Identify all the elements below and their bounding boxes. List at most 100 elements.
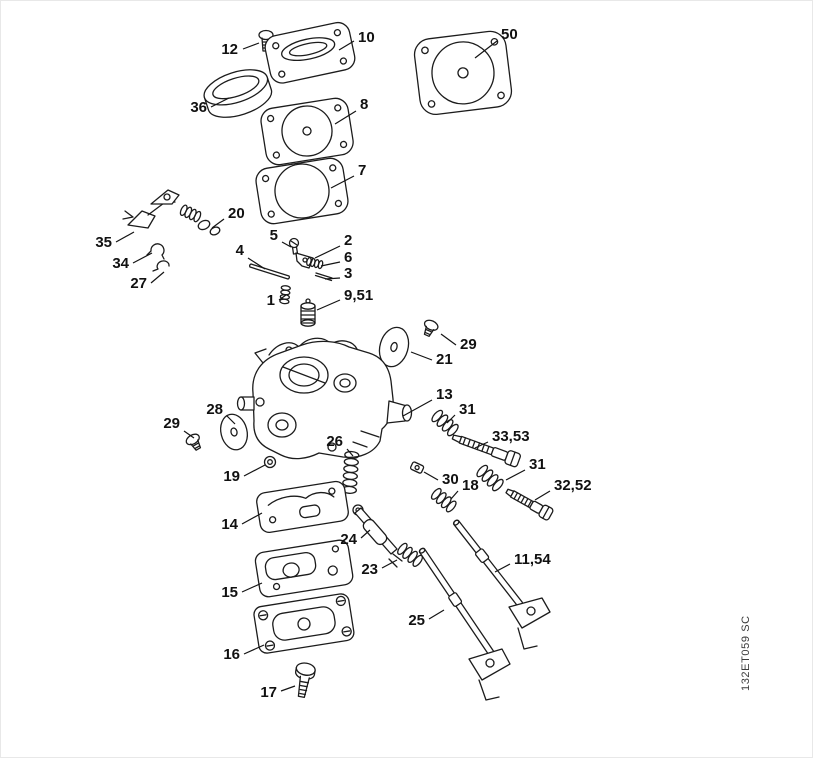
part-31-spring-upper <box>431 409 459 437</box>
leader-line-5 <box>281 241 292 248</box>
part-33-53-screw <box>451 434 521 468</box>
leader-line-4 <box>247 257 266 270</box>
part-50-diaphragm <box>413 30 513 116</box>
part-label-28: 28 <box>206 401 223 418</box>
part-label-50: 50 <box>501 26 518 43</box>
leader-line-14 <box>241 512 263 525</box>
part-29-screw-right <box>423 319 439 337</box>
part-label-1: 1 <box>267 292 275 309</box>
leader-line-31 <box>446 414 456 424</box>
part-15-diaphragm-plate <box>254 539 354 598</box>
leader-line-17 <box>280 685 296 692</box>
part-label-31: 31 <box>459 401 476 418</box>
part-14-gasket-plate <box>256 480 349 533</box>
part-label-12: 12 <box>221 41 238 58</box>
part-label-30: 30 <box>442 471 459 488</box>
part-26-spring <box>341 450 360 494</box>
leader-line-2 <box>314 245 341 259</box>
part-label-18: 18 <box>462 477 479 494</box>
part-23-spring <box>397 542 424 567</box>
part-label-6: 6 <box>344 249 352 266</box>
leader-line-23 <box>381 559 398 569</box>
part-27-ring <box>152 260 170 272</box>
part-label-36: 36 <box>190 99 207 116</box>
part-9-51-valve <box>300 298 316 327</box>
leader-line-10 <box>338 40 355 51</box>
part-label-20: 20 <box>228 205 245 222</box>
part-8-gasket <box>260 97 354 166</box>
leader-line-8 <box>334 110 357 125</box>
part-4-pin <box>249 263 290 280</box>
part-24-throttle-shaft <box>352 504 403 568</box>
part-label-34: 34 <box>112 255 129 272</box>
part-1-spring <box>279 285 291 305</box>
part-7-gasket <box>255 157 349 225</box>
part-35-pump-lever-assembly <box>122 189 180 229</box>
leader-line-29 <box>183 430 195 439</box>
part-label-27: 27 <box>130 275 147 292</box>
leader-line-26 <box>346 448 354 457</box>
part-31-spring-lower <box>476 464 504 492</box>
part-10-pump-cover <box>264 21 356 84</box>
leader-line-28 <box>226 415 236 425</box>
leader-line-9-51 <box>316 299 341 311</box>
part-11-54-choke-shaft <box>452 519 551 650</box>
leader-line-15 <box>241 582 263 593</box>
part-label-29: 29 <box>163 415 180 432</box>
part-label-21: 21 <box>436 351 453 368</box>
part-label-33-53: 33,53 <box>492 428 530 445</box>
leader-line-6 <box>320 261 341 267</box>
part-label-4: 4 <box>236 242 245 259</box>
leader-line-11-54 <box>494 563 511 573</box>
part-18-spring <box>430 487 457 513</box>
part-label-25: 25 <box>408 612 425 629</box>
part-2-lever <box>295 252 314 269</box>
part-label-32-52: 32,52 <box>554 477 592 494</box>
part-label-9-51: 9,51 <box>344 287 373 304</box>
part-32-52-screw <box>505 488 554 521</box>
part-label-11-54: 11,54 <box>514 551 551 568</box>
part-label-10: 10 <box>358 29 375 46</box>
part-label-13: 13 <box>436 386 453 403</box>
part-label-17: 17 <box>260 684 277 701</box>
part-carburetor-body <box>236 337 413 460</box>
watermark-code: 132ET059 SC <box>740 615 752 691</box>
part-29-screw-left <box>185 433 202 451</box>
leader-line-25 <box>428 609 445 620</box>
leader-line-30 <box>423 471 439 481</box>
part-label-23: 23 <box>361 561 378 578</box>
part-label-5: 5 <box>270 227 278 244</box>
leader-line-20 <box>211 218 225 229</box>
leader-line-3 <box>324 277 341 280</box>
part-25-shaft <box>418 547 511 701</box>
part-3-pin <box>314 272 333 282</box>
leader-line-24 <box>360 529 371 539</box>
leader-line-36 <box>210 97 230 108</box>
part-label-19: 19 <box>223 468 240 485</box>
part-label-29: 29 <box>460 336 477 353</box>
part-17-screw <box>295 662 316 698</box>
leader-line-13 <box>402 399 433 417</box>
part-19-nozzle <box>263 455 277 469</box>
leader-line-7 <box>330 175 355 189</box>
part-28-disc <box>220 413 248 451</box>
leader-line-33-53 <box>474 441 489 449</box>
part-label-15: 15 <box>221 584 238 601</box>
parts-layer <box>122 21 554 701</box>
part-30-clip <box>409 461 425 474</box>
part-label-26: 26 <box>326 433 343 450</box>
part-label-2: 2 <box>344 232 352 249</box>
leader-line-31 <box>505 469 526 481</box>
part-label-8: 8 <box>360 96 368 113</box>
part-label-3: 3 <box>344 265 352 282</box>
leader-line-34 <box>132 252 153 264</box>
leader-line-12 <box>242 42 260 50</box>
leader-line-35 <box>115 231 135 243</box>
part-34-clip <box>146 243 165 260</box>
leader-line-18 <box>450 490 459 500</box>
part-36-cover <box>203 69 273 118</box>
part-label-16: 16 <box>223 646 240 663</box>
